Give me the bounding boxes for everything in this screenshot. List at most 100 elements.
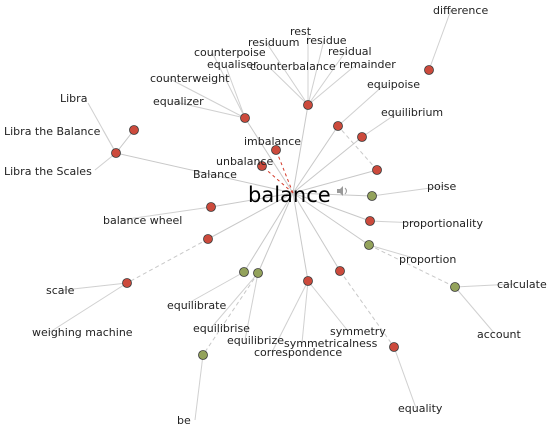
related-word[interactable]: counterpoise [194, 46, 266, 59]
graph-edge [257, 192, 294, 274]
meaning-node-green[interactable] [239, 267, 249, 277]
related-word[interactable]: residual [328, 45, 372, 58]
meaning-node-red[interactable] [257, 161, 267, 171]
meaning-node-red[interactable] [303, 276, 313, 286]
related-word[interactable]: counterweight [150, 72, 230, 85]
meaning-node-green[interactable] [450, 282, 460, 292]
graph-edge [243, 192, 294, 273]
word-edge [307, 63, 358, 106]
related-word[interactable]: equilibrate [167, 299, 226, 312]
related-word[interactable]: account [477, 328, 522, 341]
related-word[interactable]: weighing machine [32, 326, 133, 339]
word-edge [361, 111, 400, 138]
related-word[interactable]: residue [306, 34, 347, 47]
meaning-node-red[interactable] [122, 278, 132, 288]
meaning-node-red[interactable] [333, 121, 343, 131]
graph-edge [261, 165, 294, 194]
related-word[interactable]: proportionality [402, 217, 483, 230]
word-edge [224, 63, 246, 119]
related-word[interactable]: Libra the Balance [4, 125, 101, 138]
graph-edge [339, 270, 395, 348]
related-word[interactable]: be [177, 414, 191, 427]
related-word[interactable]: remainder [339, 58, 396, 71]
related-word[interactable]: imbalance [244, 135, 301, 148]
graph-edge [368, 244, 456, 288]
related-word[interactable]: equilibrium [381, 106, 443, 119]
graph-edge [292, 192, 309, 282]
meaning-node-red[interactable] [389, 342, 399, 352]
graph-edge [292, 104, 309, 194]
meaning-node-red[interactable] [271, 145, 281, 155]
meaning-node-red[interactable] [303, 100, 313, 110]
related-word[interactable]: balance wheel [103, 214, 182, 227]
related-word[interactable]: equality [398, 402, 443, 415]
related-word[interactable]: Balance [193, 168, 237, 181]
graph-edge [244, 117, 294, 194]
related-word[interactable]: symmetricalness [284, 337, 378, 350]
graph-edge [292, 192, 341, 272]
related-word[interactable]: equipoise [367, 78, 420, 91]
graph-edge [292, 192, 373, 197]
word-edge [49, 282, 128, 333]
center-word[interactable]: balance [248, 183, 331, 207]
speaker-icon[interactable] [337, 186, 347, 196]
graph-edge [292, 192, 371, 222]
related-word[interactable]: correspondence [254, 346, 342, 359]
meaning-node-red[interactable] [203, 234, 213, 244]
related-word[interactable]: equilibrise [193, 322, 250, 335]
meaning-node-red[interactable] [240, 113, 250, 123]
graph-edge [210, 192, 294, 208]
word-edge [337, 83, 386, 127]
meaning-node-red[interactable] [372, 165, 382, 175]
word-edge [120, 206, 212, 221]
related-word[interactable]: equilibrize [227, 334, 284, 347]
graph-edge [126, 238, 209, 284]
word-edge [194, 354, 204, 421]
related-word[interactable]: difference [433, 4, 488, 17]
word-edge [244, 272, 259, 341]
meaning-node-red[interactable] [335, 266, 345, 276]
meaning-node-red[interactable] [424, 65, 434, 75]
related-word[interactable]: symmetry [330, 325, 386, 338]
related-word[interactable]: poise [427, 180, 456, 193]
related-word[interactable]: residuum [248, 36, 299, 49]
graph-edge [207, 192, 294, 240]
related-word[interactable]: Libra [60, 92, 87, 105]
meaning-node-red[interactable] [365, 216, 375, 226]
meaning-node-green[interactable] [367, 191, 377, 201]
meaning-node-red[interactable] [111, 148, 121, 158]
word-edge [167, 77, 246, 119]
related-word[interactable]: unbalance [216, 155, 273, 168]
meaning-node-green[interactable] [198, 350, 208, 360]
related-word[interactable]: calculate [497, 278, 547, 291]
meaning-node-red[interactable] [206, 202, 216, 212]
word-edge [454, 283, 516, 288]
graph-edge [202, 272, 259, 356]
related-word[interactable]: Libra the Scales [4, 165, 92, 178]
meaning-node-green[interactable] [364, 240, 374, 250]
graph-edge [275, 149, 294, 194]
graph-edge [292, 125, 339, 194]
word-edge [369, 220, 421, 224]
nodes-layer [111, 65, 460, 360]
word-edge [265, 41, 309, 106]
related-word[interactable]: equalizer [153, 95, 204, 108]
meaning-node-red[interactable] [129, 125, 139, 135]
related-word[interactable]: rest [290, 25, 312, 38]
related-word[interactable]: scale [46, 284, 75, 297]
edges-layer [49, 9, 516, 421]
related-word[interactable]: equaliser [207, 58, 258, 71]
word-edge [210, 272, 259, 329]
word-edge [454, 286, 496, 335]
meaning-node-red[interactable] [357, 132, 367, 142]
word-edge [393, 346, 417, 409]
word-edge [271, 280, 309, 353]
word-edge [368, 244, 418, 260]
related-word[interactable]: proportion [399, 253, 456, 266]
related-word[interactable]: counterbalance [250, 60, 336, 73]
meaning-node-green[interactable] [253, 268, 263, 278]
word-edge [307, 39, 325, 106]
word-edge [371, 185, 446, 197]
